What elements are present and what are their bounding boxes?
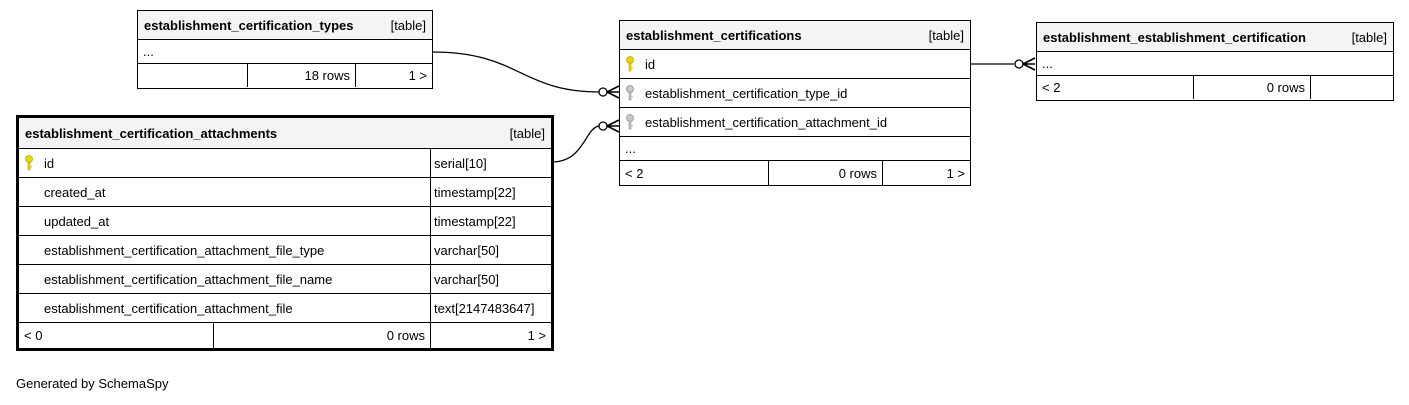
column-name: establishment_certification_type_id	[645, 85, 848, 101]
foreign-key-icon	[625, 114, 637, 130]
table-header: establishment_certification_attachments …	[19, 118, 551, 149]
table-footer-row: < 0 0 rows 1 >	[19, 323, 551, 348]
column-row[interactable]: id serial[10]	[19, 149, 551, 178]
column-row[interactable]: updated_at timestamp[22]	[19, 207, 551, 236]
column-row[interactable]: establishment_certification_attachment_f…	[19, 236, 551, 265]
table-ellipsis-row: ...	[138, 40, 432, 64]
footer-prev[interactable]: < 2	[1037, 76, 1194, 99]
footer-prev	[138, 64, 248, 87]
link-optional-marker	[598, 87, 608, 97]
table-footer-row: < 2 0 rows	[1037, 76, 1393, 99]
table-establishment-establishment-certification[interactable]: establishment_establishment_certificatio…	[1036, 22, 1394, 101]
footer-rows: 0 rows	[214, 323, 431, 348]
table-footer-row: 18 rows 1 >	[138, 64, 432, 87]
column-type: varchar[50]	[434, 242, 500, 258]
table-kind: [table]	[928, 27, 964, 43]
table-name: establishment_certification_types	[144, 17, 354, 33]
column-name: id	[44, 155, 55, 171]
table-ellipsis-row: ...	[620, 137, 970, 161]
column-row[interactable]: establishment_certification_attachment_f…	[19, 265, 551, 294]
table-kind: [table]	[390, 17, 426, 33]
generated-by-label: Generated by SchemaSpy	[16, 376, 169, 391]
table-establishment-certifications[interactable]: establishment_certifications [table] id …	[619, 20, 971, 186]
column-row[interactable]: id	[620, 50, 970, 79]
table-name: establishment_certifications	[626, 27, 802, 43]
link-crowfoot-marker	[1022, 57, 1036, 71]
footer-prev[interactable]: < 2	[620, 161, 769, 185]
column-name: establishment_certification_attachment_f…	[44, 242, 325, 258]
table-header: establishment_certification_types [table…	[138, 11, 432, 40]
ellipsis-text: ...	[143, 44, 154, 59]
column-type: varchar[50]	[434, 271, 500, 287]
link-optional-marker	[598, 121, 608, 131]
table-footer-row: < 2 0 rows 1 >	[620, 161, 970, 185]
column-type: serial[10]	[434, 155, 487, 171]
table-establishment-certification-types[interactable]: establishment_certification_types [table…	[137, 10, 433, 89]
table-name: establishment_certification_attachments	[25, 125, 278, 141]
table-name: establishment_establishment_certificatio…	[1043, 29, 1306, 45]
table-kind: [table]	[509, 125, 545, 141]
column-row[interactable]: establishment_certification_attachment_i…	[620, 108, 970, 137]
ellipsis-text: ...	[625, 141, 636, 156]
column-name: updated_at	[44, 213, 110, 229]
footer-next	[1311, 76, 1393, 99]
column-type: timestamp[22]	[434, 213, 516, 229]
column-type: timestamp[22]	[434, 184, 516, 200]
column-name: establishment_certification_attachment_f…	[44, 300, 293, 316]
column-type: text[2147483647]	[434, 300, 535, 316]
column-name: establishment_certification_attachment_i…	[645, 114, 888, 130]
link-attach-to-certs	[551, 125, 601, 163]
footer-rows: 0 rows	[769, 161, 883, 185]
footer-prev: < 0	[19, 323, 214, 348]
footer-next[interactable]: 1 >	[946, 165, 965, 181]
column-row[interactable]: establishment_certification_type_id	[620, 79, 970, 108]
foreign-key-icon	[625, 85, 637, 101]
column-name: created_at	[44, 184, 106, 200]
column-name: id	[645, 56, 656, 72]
ellipsis-text: ...	[1042, 56, 1053, 71]
footer-next[interactable]: 1 >	[408, 68, 427, 83]
primary-key-icon	[24, 155, 36, 171]
column-name: establishment_certification_attachment_f…	[44, 271, 333, 287]
primary-key-icon	[625, 56, 637, 72]
link-crowfoot-marker	[606, 119, 620, 133]
link-optional-marker	[1014, 59, 1024, 69]
footer-next[interactable]: 1 >	[527, 328, 546, 343]
footer-rows: 18 rows	[248, 64, 356, 87]
table-header: establishment_certifications [table]	[620, 21, 970, 50]
link-types-to-certs	[431, 51, 601, 93]
table-kind: [table]	[1351, 29, 1387, 45]
footer-rows: 0 rows	[1194, 76, 1311, 99]
link-crowfoot-marker	[606, 85, 620, 99]
column-row[interactable]: establishment_certification_attachment_f…	[19, 294, 551, 323]
column-row[interactable]: created_at timestamp[22]	[19, 178, 551, 207]
table-establishment-certification-attachments[interactable]: establishment_certification_attachments …	[16, 115, 554, 351]
table-ellipsis-row: ...	[1037, 52, 1393, 76]
table-header: establishment_establishment_certificatio…	[1037, 23, 1393, 52]
